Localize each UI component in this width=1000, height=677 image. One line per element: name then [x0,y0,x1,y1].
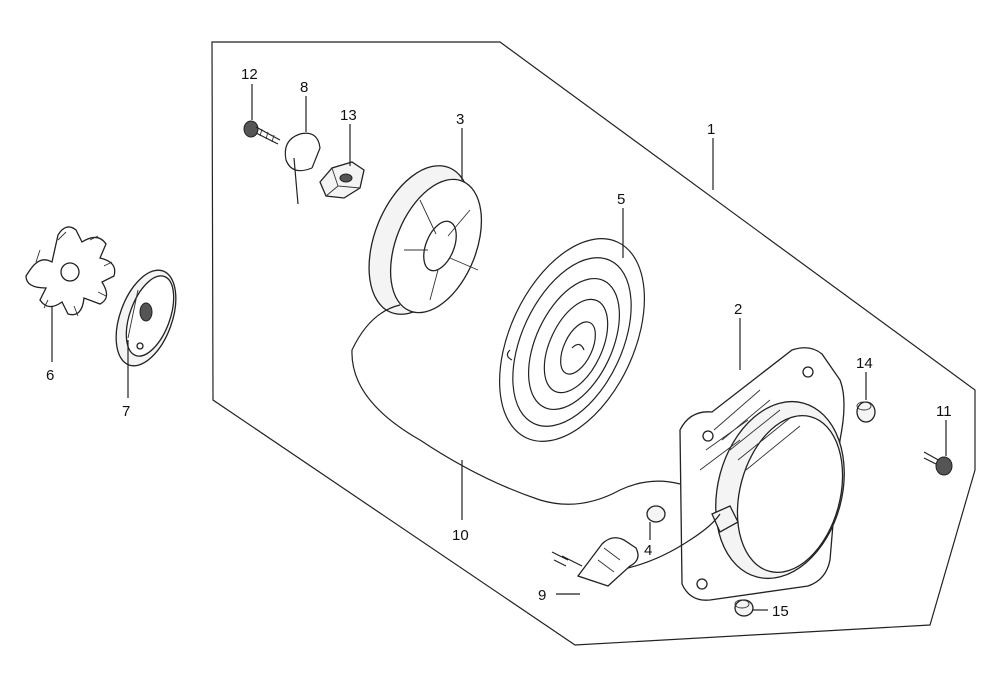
label-11: 11 [936,403,952,420]
label-7: 7 [122,403,130,420]
label-4: 4 [644,542,652,559]
reel-part [368,165,483,315]
label-12: 12 [241,66,258,83]
starter-housing-part [679,347,845,601]
label-6: 6 [46,367,54,384]
leader-lines [51,84,947,611]
clip-8-part [284,132,321,205]
handle-part [551,513,721,587]
fan-part [25,226,116,317]
nut-15-part [734,599,754,617]
label-13: 13 [340,107,357,124]
bushing-4-part [646,505,666,523]
label-14: 14 [856,355,873,372]
label-8: 8 [300,79,308,96]
label-10: 10 [452,527,469,544]
spiral-spring-part [499,238,645,442]
label-15: 15 [772,603,789,620]
label-1: 1 [707,121,715,138]
label-9: 9 [538,587,546,604]
label-5: 5 [617,191,625,208]
label-3: 3 [456,111,464,128]
ratchet-13-part [319,161,365,199]
assembly-boundary [211,41,976,646]
rope-part [351,304,681,505]
bolt-11-part [923,451,953,476]
bolt-12-part [243,120,281,145]
nut-14-part [856,401,876,423]
label-2: 2 [734,301,742,318]
pulley-part [115,269,177,367]
